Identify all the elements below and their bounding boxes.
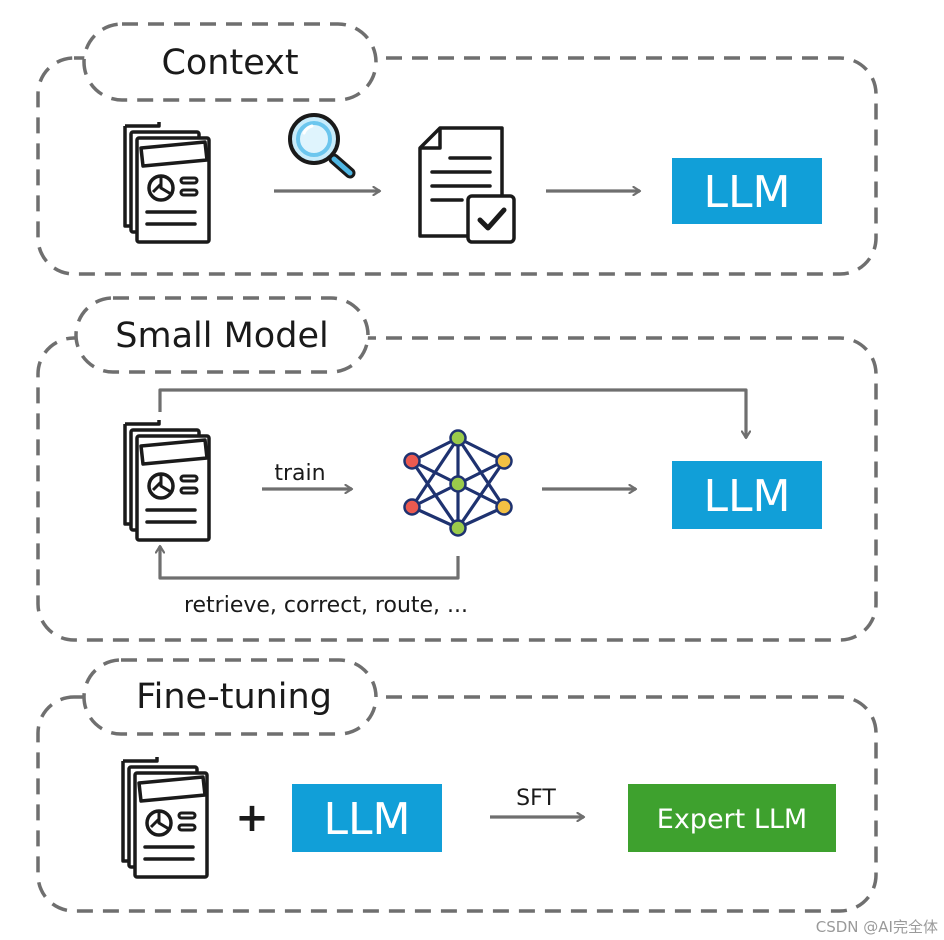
context-llm-box: LLM [672, 158, 822, 224]
documents-icon [121, 755, 209, 879]
documents-icon [123, 418, 211, 542]
network-node [449, 519, 467, 537]
small-model-llm-label: LLM [704, 471, 791, 522]
network-node [495, 452, 513, 470]
network-node [403, 452, 421, 470]
fine-tuning-llm-label: LLM [324, 794, 411, 845]
small-model-frame [36, 336, 878, 642]
expert-llm-label: Expert LLM [657, 804, 807, 835]
feedback-arrow [160, 546, 460, 580]
fine-tuning-section: Fine-tuning + LLM SFT Expert LLM [36, 658, 878, 913]
sft-label: SFT [516, 786, 556, 811]
fine-tuning-llm-box: LLM [292, 784, 442, 852]
fine-tuning-title-pill [82, 658, 378, 736]
bypass-arrow [158, 388, 746, 438]
small-model-section: Small Model train [36, 296, 878, 642]
small-model-llm-box: LLM [672, 461, 822, 529]
feedback-label: retrieve, correct, route, ... [184, 593, 468, 618]
network-node [449, 475, 467, 493]
expert-llm-box: Expert LLM [628, 784, 836, 852]
small-model-title-pill [74, 296, 370, 374]
fine-tuning-frame [36, 695, 878, 913]
context-title-pill [82, 22, 378, 102]
context-title: Context [161, 43, 298, 83]
documents-icon [123, 120, 211, 244]
watermark: CSDN @AI完全体 [816, 918, 938, 936]
small-model-title: Small Model [115, 316, 328, 356]
fine-tuning-title: Fine-tuning [136, 677, 332, 717]
network-node [449, 429, 467, 447]
context-llm-label: LLM [704, 167, 791, 218]
network-node [403, 498, 421, 516]
network-node [495, 498, 513, 516]
context-frame [36, 56, 878, 276]
checked-document-icon [418, 126, 516, 244]
search-icon [288, 113, 356, 179]
context-section: Context LLM [36, 22, 878, 276]
plus-sign: + [235, 795, 269, 841]
neural-network-icon [403, 429, 513, 537]
train-label: train [274, 461, 325, 486]
